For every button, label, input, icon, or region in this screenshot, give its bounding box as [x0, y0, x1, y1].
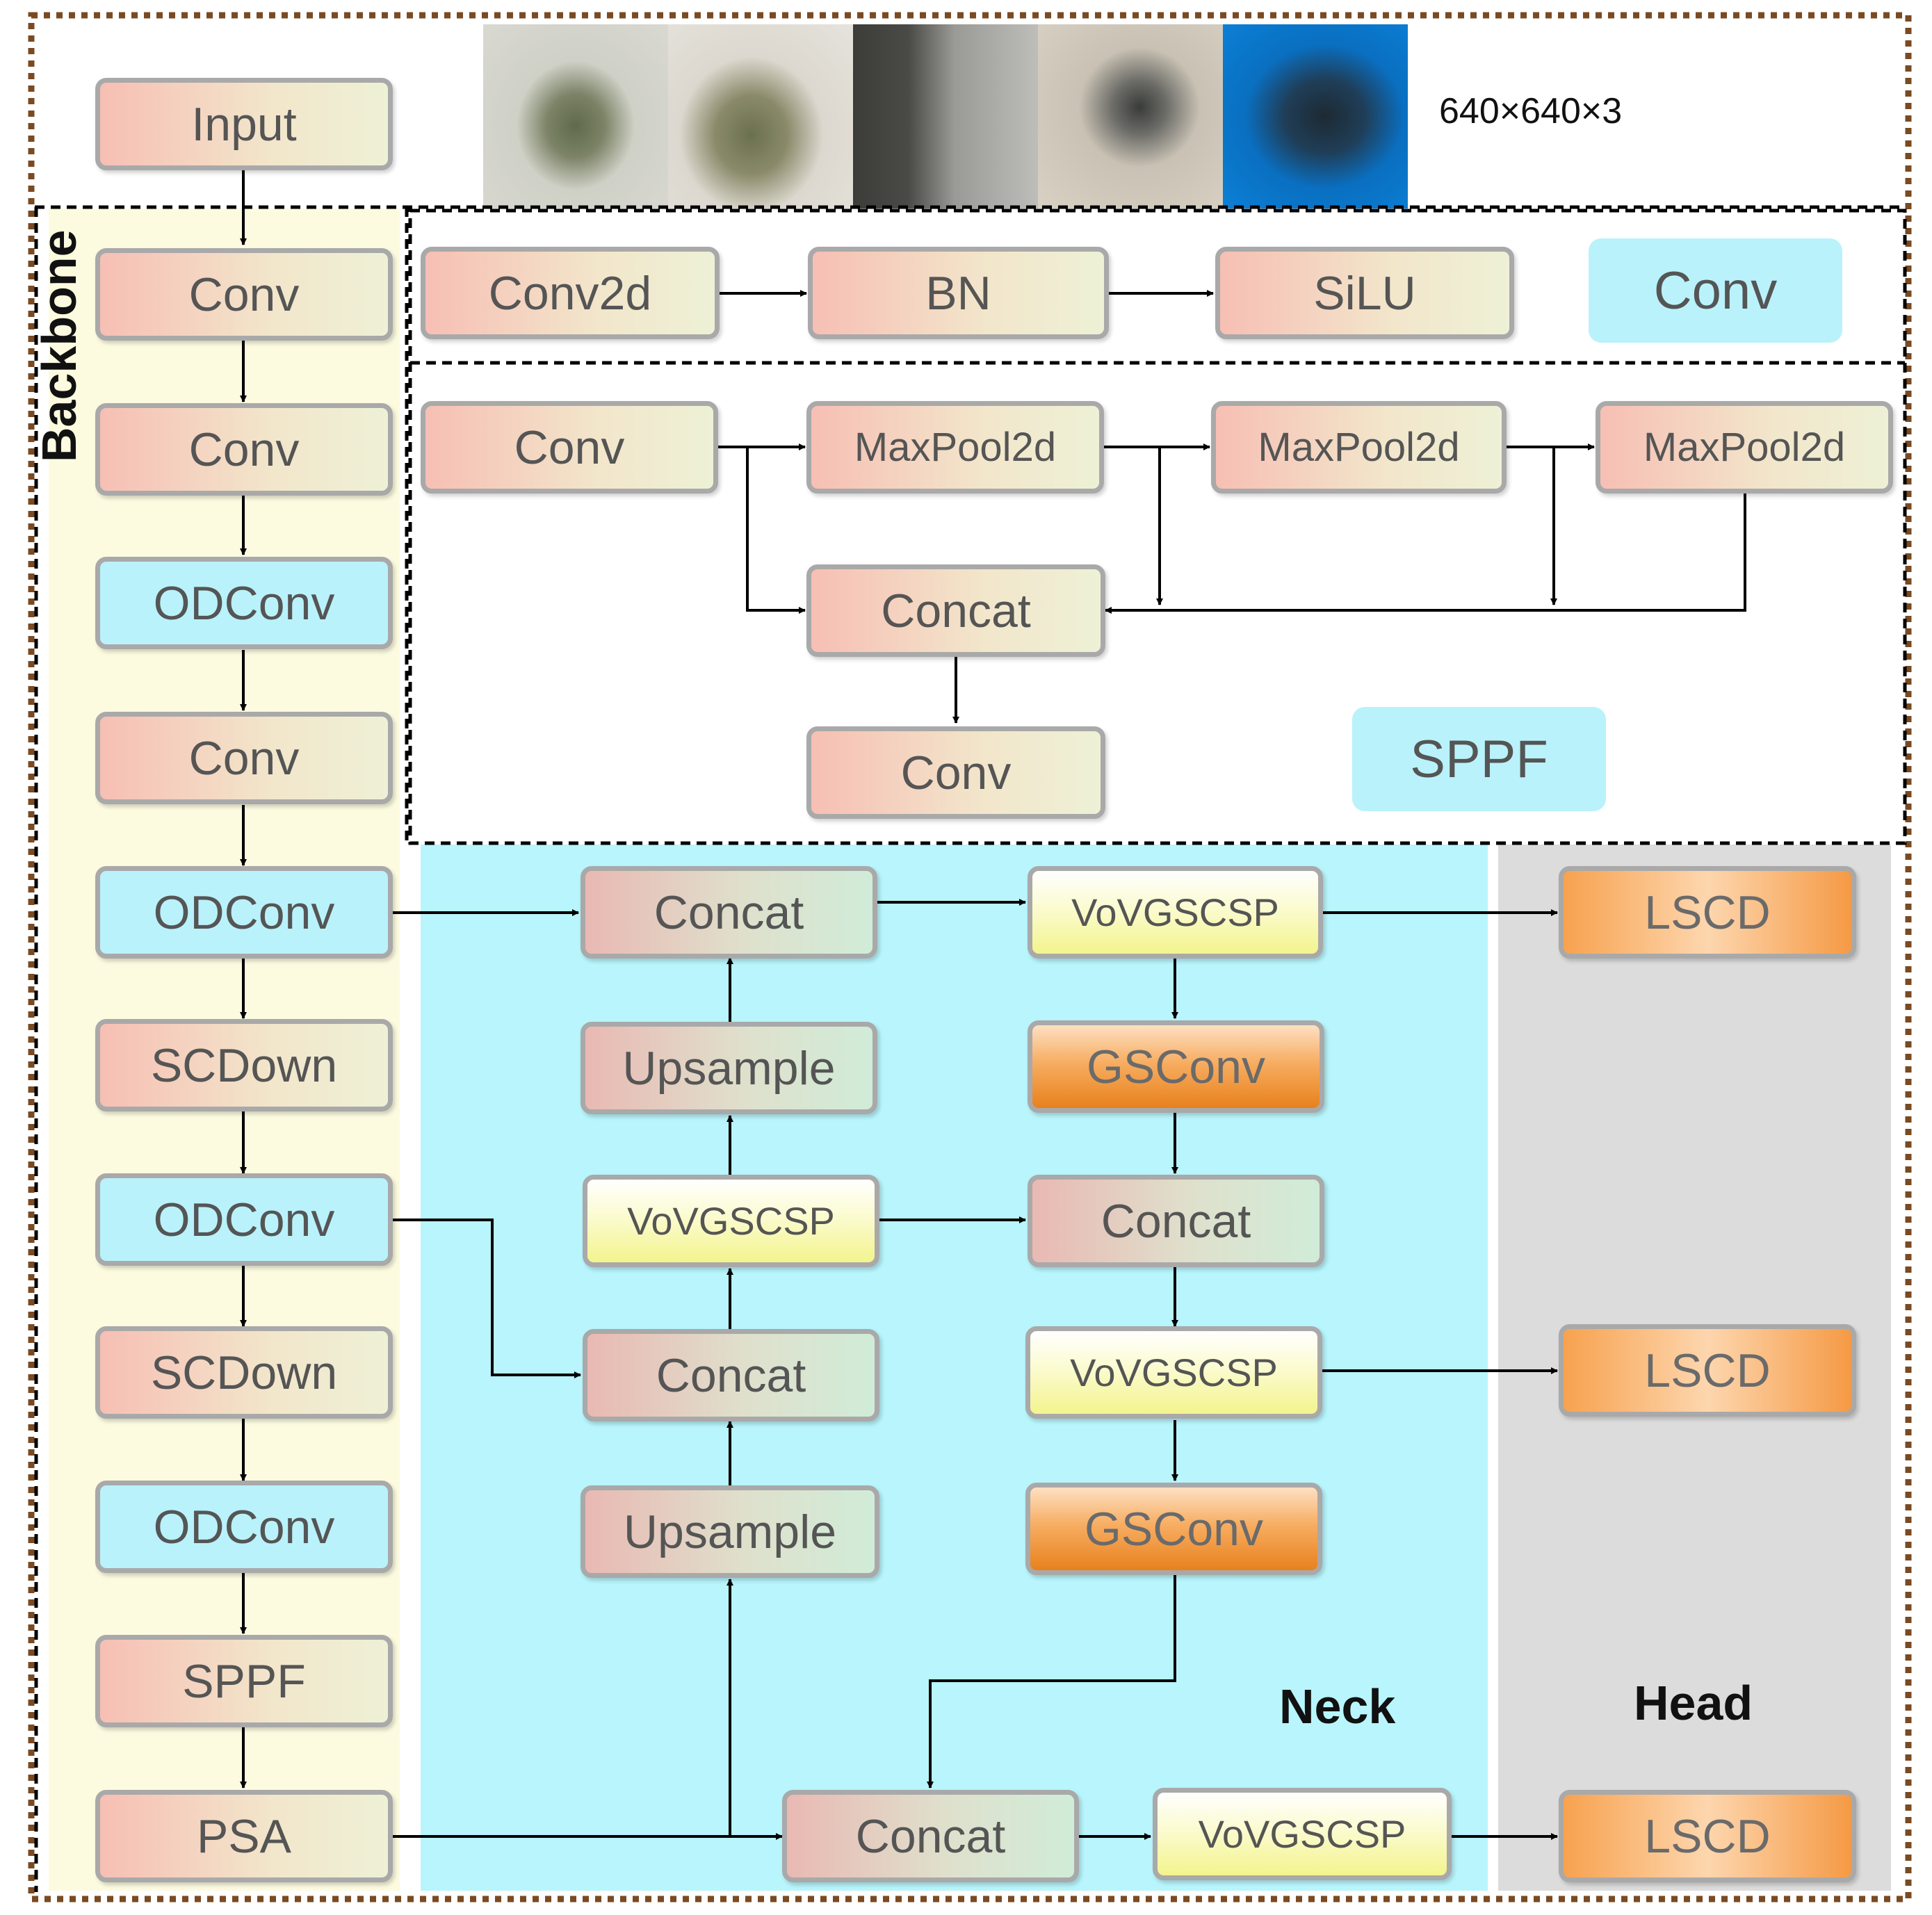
input-image-strip	[483, 24, 1408, 209]
backbone-psa: PSA	[95, 1790, 393, 1882]
crab-photo-2	[668, 24, 853, 209]
backbone-scdown-1: SCDown	[95, 1019, 393, 1111]
backbone-conv-2: Conv	[95, 403, 393, 496]
neck-vovgscsp-mid: VoVGSCSP	[583, 1175, 879, 1267]
sppf-detail-maxpool-3: MaxPool2d	[1596, 401, 1893, 494]
backbone-odconv-4: ODConv	[95, 1481, 393, 1573]
crab-photo-4	[1038, 24, 1223, 209]
crab-photo-5	[1223, 24, 1408, 209]
detail-frame	[408, 209, 1907, 845]
neck-upsample-2: Upsample	[581, 1485, 879, 1578]
neck-vovgscsp-out-3: VoVGSCSP	[1153, 1788, 1452, 1880]
neck-bottom-concat: Concat	[782, 1790, 1079, 1882]
neck-vovgscsp-out-2: VoVGSCSP	[1025, 1326, 1322, 1419]
head-lscd-3: LSCD	[1559, 1790, 1856, 1882]
sppf-detail-maxpool-2: MaxPool2d	[1211, 401, 1507, 494]
backbone-odconv-1: ODConv	[95, 557, 393, 649]
backbone-frame	[34, 207, 409, 1892]
backbone-title: Backbone	[32, 229, 86, 462]
sppf-detail-conv-out: Conv	[806, 726, 1105, 819]
neck-concat-3: Concat	[1028, 1175, 1324, 1267]
conv-detail-label: Conv	[1589, 238, 1842, 343]
neck-mid-concat: Concat	[583, 1329, 879, 1421]
input-size-label: 640×640×3	[1439, 91, 1623, 131]
sppf-detail-conv-in: Conv	[421, 401, 718, 494]
backbone-sppf: SPPF	[95, 1635, 393, 1727]
neck-upsample-1: Upsample	[581, 1022, 877, 1114]
crab-photo-1	[483, 24, 668, 209]
conv-detail-bn: BN	[808, 247, 1109, 339]
head-lscd-1: LSCD	[1559, 866, 1856, 959]
crab-photo-3	[853, 24, 1038, 209]
sppf-detail-label: SPPF	[1352, 707, 1606, 811]
sppf-detail-concat: Concat	[806, 564, 1105, 657]
neck-title: Neck	[1279, 1679, 1396, 1734]
head-title: Head	[1634, 1676, 1753, 1730]
head-lscd-2: LSCD	[1559, 1324, 1856, 1417]
backbone-odconv-2: ODConv	[95, 866, 393, 959]
outer-frame	[28, 12, 1912, 1902]
backbone-odconv-3: ODConv	[95, 1173, 393, 1266]
conv-detail-conv2d: Conv2d	[421, 247, 720, 339]
neck-vovgscsp-out-1: VoVGSCSP	[1028, 866, 1323, 959]
sppf-detail-maxpool-1: MaxPool2d	[806, 401, 1104, 494]
backbone-conv-3: Conv	[95, 712, 393, 804]
backbone-input: Input	[95, 78, 393, 170]
backbone-scdown-2: SCDown	[95, 1326, 393, 1419]
neck-gsconv-2: GSConv	[1025, 1483, 1322, 1575]
conv-detail-silu: SiLU	[1215, 247, 1514, 339]
neck-gsconv-1: GSConv	[1028, 1020, 1324, 1113]
backbone-conv-1: Conv	[95, 248, 393, 341]
neck-top-concat: Concat	[581, 866, 877, 959]
